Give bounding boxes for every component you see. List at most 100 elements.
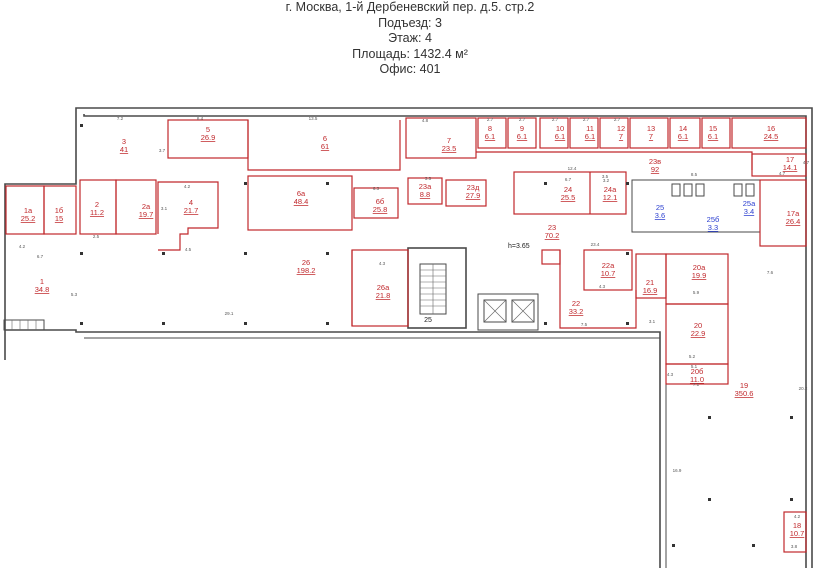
room-area: 33.2 [569, 307, 584, 316]
dimension-label: 4.2 [184, 184, 191, 189]
room-area: 70.2 [545, 231, 560, 240]
room-number: 2 [95, 200, 99, 209]
room-number: 25а [743, 199, 756, 208]
room-number: 23 [548, 223, 556, 232]
room-number: 7 [447, 136, 451, 145]
dimension-label: 4.7 [803, 160, 810, 165]
room-number: 5 [206, 125, 210, 134]
room-area: 6.1 [708, 132, 718, 141]
dimension-label: 6.4 [197, 116, 204, 121]
room-area: 12.1 [603, 193, 618, 202]
dimension-label: 3.2 [603, 178, 610, 183]
dimension-label: 4.7 [779, 171, 786, 176]
dimension-label: 2.7 [487, 117, 494, 122]
room-area: 3.4 [744, 207, 754, 216]
room-number: 16 [767, 124, 775, 133]
room-area: 3.6 [655, 211, 665, 220]
room-number: 1а [24, 206, 33, 215]
room-number: 20 [694, 321, 702, 330]
room-number: 23д [467, 183, 480, 192]
dimension-label: 3.1 [649, 319, 656, 324]
room-area: 10.7 [601, 269, 616, 278]
room-number: 13 [647, 124, 655, 133]
room-area: 6.1 [517, 132, 527, 141]
room-area: 198.2 [297, 266, 316, 275]
room-area: 21.7 [184, 206, 199, 215]
dimension-label: 2.7 [583, 117, 590, 122]
room-area: 10.7 [790, 529, 805, 538]
room-number: 18 [793, 521, 801, 530]
room-area: 11.0 [690, 375, 704, 384]
dimension-label: 4.2 [19, 244, 26, 249]
dimension-label: 8.5 [691, 172, 698, 177]
room-number: 22а [602, 261, 615, 270]
room-number: 15 [709, 124, 717, 133]
room-number: 26 [302, 258, 310, 267]
room-number: 23а [419, 182, 432, 191]
dimension-label: 6.7 [37, 254, 44, 259]
room-number: 21 [646, 278, 654, 287]
room-area: 22.9 [691, 329, 706, 338]
room-number: 19 [740, 381, 748, 390]
room-area: 48.4 [294, 197, 309, 206]
room-number: 26а [377, 283, 390, 292]
address-line: г. Москва, 1-й Дербеневский пер. д.5. ст… [285, 0, 535, 14]
room-area: 16.9 [643, 286, 658, 295]
stair-label: 25 [424, 317, 432, 324]
ceiling-height-mark: h=3.65 [508, 243, 530, 250]
room-number: 1 [40, 277, 44, 286]
dimension-label: 5.1 [691, 364, 698, 369]
elevator-shafts [477, 293, 539, 331]
room-area: 6.1 [585, 132, 595, 141]
dimension-label: 4.5 [185, 247, 192, 252]
room-number: 23в [649, 157, 661, 166]
room-area: 6.1 [555, 132, 565, 141]
room-number: 17 [786, 155, 794, 164]
floor-line: Этаж: 4 [388, 31, 432, 45]
room-area: 92 [651, 165, 659, 174]
room-number: 24а [604, 185, 617, 194]
room-area: 24.5 [764, 132, 779, 141]
room-area: 11.2 [90, 208, 104, 217]
room-number: 25б [707, 215, 720, 224]
room-number: 24 [564, 185, 572, 194]
room-area: 7 [649, 132, 653, 141]
dimension-label: 4.8 [422, 118, 429, 123]
dimension-label: 5.9 [693, 290, 700, 295]
room-area: 8.8 [420, 190, 430, 199]
room-area: 27.9 [466, 191, 481, 200]
room-area: 21.8 [376, 291, 391, 300]
stair-core: 25 [407, 247, 467, 329]
room-area: 19.7 [139, 210, 154, 219]
room-number: 6а [297, 189, 306, 198]
dimension-label: 6.7 [565, 177, 572, 182]
room-area: 25.8 [373, 205, 388, 214]
room-number: 20б [691, 367, 704, 376]
dimension-label: 12.4 [568, 166, 577, 171]
dimension-label: 2.7 [614, 117, 621, 122]
room-area: 15 [55, 214, 63, 223]
room-area: 350.6 [735, 389, 754, 398]
plan-header: г. Москва, 1-й Дербеневский пер. д.5. ст… [0, 0, 820, 78]
building-walls [3, 107, 813, 568]
columns [80, 124, 793, 547]
dimension-label: 4.3 [599, 284, 606, 289]
dimension-label: 29.1 [225, 311, 234, 316]
room-number: 3 [122, 137, 126, 146]
dimension-label: 6.3 [373, 186, 380, 191]
room-area: 6.1 [678, 132, 688, 141]
dimension-label: 2.7 [552, 117, 559, 122]
dimension-label: 3.7 [159, 148, 166, 153]
room-area: 26.9 [201, 133, 216, 142]
room-area: 3.3 [708, 223, 718, 232]
room-area: 14.1 [783, 163, 798, 172]
room-number: 11 [586, 124, 594, 133]
dimension-label: 3.5 [425, 176, 432, 181]
room-outlines [5, 117, 807, 553]
room-number: 1б [55, 206, 63, 215]
office-line: Офис: 401 [379, 62, 441, 76]
room-number: 9 [520, 124, 524, 133]
room-area: 6.1 [485, 132, 495, 141]
